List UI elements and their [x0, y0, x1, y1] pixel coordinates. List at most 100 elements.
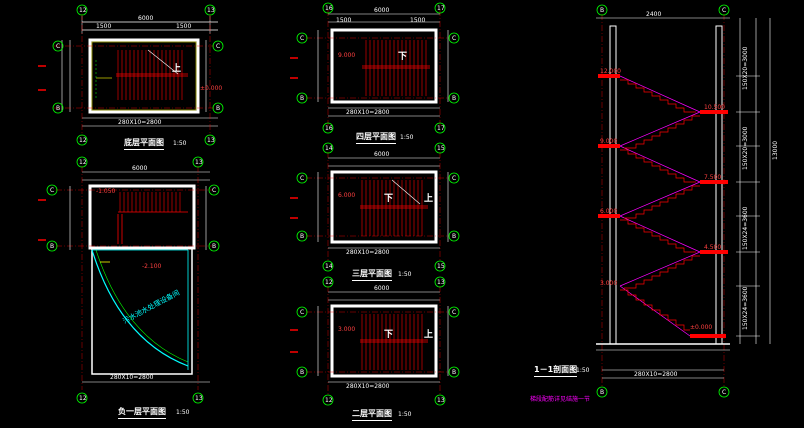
grid-bubble-b-2f: [296, 366, 308, 378]
second-plan-drawing: [290, 286, 450, 396]
grid-label-b-4f: B: [300, 95, 305, 102]
section-title: 1－1剖面图: [534, 364, 578, 377]
grid-label-b-2f: B: [300, 369, 305, 376]
grid-label-15: 15: [437, 145, 445, 152]
section-scale: 1:50: [576, 367, 590, 374]
second-plan-scale: 1:50: [398, 411, 412, 418]
grid-label-c-right: C: [216, 43, 221, 50]
grid-label-13-2f-bottom: 13: [437, 397, 445, 404]
grid-label-c-3f: C: [300, 175, 305, 182]
grid-bubble-c-section-bottom: [718, 386, 730, 398]
third-plan-scale: 1:50: [398, 271, 412, 278]
grid-bubble-12-bottom: [76, 134, 88, 146]
section-riser-1: 150X20=3000: [742, 46, 749, 91]
grid-bubble-12-2f-bottom: [322, 394, 334, 406]
section-elev-45: 4.500: [704, 244, 722, 251]
grid-label-13-bottom: 13: [207, 137, 215, 144]
grid-bubble-c: [52, 40, 64, 52]
grid-bubble-b-basement-right: [208, 240, 220, 252]
grid-label-b: B: [56, 105, 61, 112]
grid-label-12-basement-bottom: 12: [79, 395, 87, 402]
grid-bubble-16: [322, 2, 334, 14]
bottom-plan-up-label: 上: [172, 64, 182, 74]
section-elev-75: 7.500: [704, 174, 722, 181]
grid-label-c-basement-right: C: [212, 187, 217, 194]
grid-label-17: 17: [437, 5, 445, 12]
grid-bubble-12-basement-bottom: [76, 392, 88, 404]
grid-label-13-basement: 13: [195, 159, 203, 166]
grid-bubble-b-2f-right: [448, 366, 460, 378]
grid-label-16: 16: [325, 5, 333, 12]
grid-label-c-section-bottom: C: [722, 389, 727, 396]
second-plan-title: 二层平面图: [352, 408, 392, 421]
bottom-plan-top-dim: 6000: [138, 15, 154, 22]
grid-label-12: 12: [79, 7, 87, 14]
grid-label-12-bottom: 12: [79, 137, 87, 144]
basement-plan-elev-top: -1.050: [96, 188, 116, 195]
third-plan-drawing: [290, 152, 450, 262]
section-elev-12: 12.000: [600, 68, 621, 75]
fourth-plan-drawing: [290, 10, 450, 126]
basement-plan-scale: 1:50: [176, 409, 190, 416]
grid-label-12-2f: 12: [325, 279, 333, 286]
third-plan-title: 三层平面图: [352, 268, 392, 281]
second-plan-up-label: 上: [424, 330, 434, 340]
basement-plan-run-dim: 280X10=2800: [110, 374, 154, 381]
grid-bubble-15: [434, 142, 446, 154]
grid-bubble-13: [204, 4, 216, 16]
grid-label-15-bottom: 15: [437, 263, 445, 270]
third-plan-up-label: 上: [424, 194, 434, 204]
grid-label-b-right: B: [216, 105, 221, 112]
section-run-dim: 280X10=2800: [634, 371, 678, 378]
fourth-plan-dim-left: 1500: [336, 17, 352, 24]
second-plan-elev: 3.000: [338, 326, 356, 333]
section-top-dim: 2400: [646, 11, 662, 18]
grid-label-c-4f-right: C: [452, 35, 457, 42]
bottom-plan-title: 底层平面图: [124, 137, 164, 150]
grid-bubble-17: [434, 2, 446, 14]
section-drawing: [596, 14, 771, 386]
grid-bubble-c-3f: [296, 172, 308, 184]
basement-plan-drawing: [38, 166, 212, 390]
fourth-plan-run-dim: 280X10=2800: [346, 109, 390, 116]
third-plan-down-label: 下: [384, 194, 394, 204]
bottom-plan-run-dim: 280X10=2800: [118, 119, 162, 126]
grid-bubble-12-2f: [322, 276, 334, 288]
grid-label-14: 14: [325, 145, 333, 152]
grid-label-13-basement-bottom: 13: [195, 395, 203, 402]
basement-plan-elev: -2.100: [142, 263, 162, 270]
section-elev-9: 9.000: [600, 138, 618, 145]
section-riser-2: 150X20=3000: [742, 126, 749, 171]
grid-bubble-b-4f: [296, 92, 308, 104]
grid-label-c-3f-right: C: [452, 175, 457, 182]
grid-label-13-2f: 13: [437, 279, 445, 286]
grid-bubble-c-right: [212, 40, 224, 52]
grid-bubble-b-right: [212, 102, 224, 114]
grid-bubble-17-bottom: [434, 122, 446, 134]
grid-label-c-4f: C: [300, 35, 305, 42]
section-elev-0: ±0.000: [690, 324, 713, 331]
grid-label-16-bottom: 16: [325, 125, 333, 132]
grid-bubble-b-3f-right: [448, 230, 460, 242]
grid-bubble-b-section: [596, 4, 608, 16]
grid-label-b-3f: B: [300, 233, 305, 240]
grid-bubble-c-basement-right: [208, 184, 220, 196]
third-plan-elev: 6.000: [338, 192, 356, 199]
section-elev-6: 6.000: [600, 208, 618, 215]
grid-bubble-12: [76, 4, 88, 16]
grid-label-14-bottom: 14: [325, 263, 333, 270]
second-plan-top-dim: 6000: [374, 285, 390, 292]
grid-bubble-c-section: [718, 4, 730, 16]
section-riser-4: 150X24=3600: [742, 286, 749, 331]
grid-bubble-13-2f-bottom: [434, 394, 446, 406]
grid-bubble-15-bottom: [434, 260, 446, 272]
grid-bubble-c-2f-right: [448, 306, 460, 318]
grid-bubble-b-3f: [296, 230, 308, 242]
grid-label-b-3f-right: B: [452, 233, 457, 240]
grid-bubble-c-3f-right: [448, 172, 460, 184]
grid-label-12-2f-bottom: 12: [325, 397, 333, 404]
grid-bubble-13-bottom: [204, 134, 216, 146]
bottom-plan-drawing: [38, 14, 218, 136]
grid-bubble-14: [322, 142, 334, 154]
